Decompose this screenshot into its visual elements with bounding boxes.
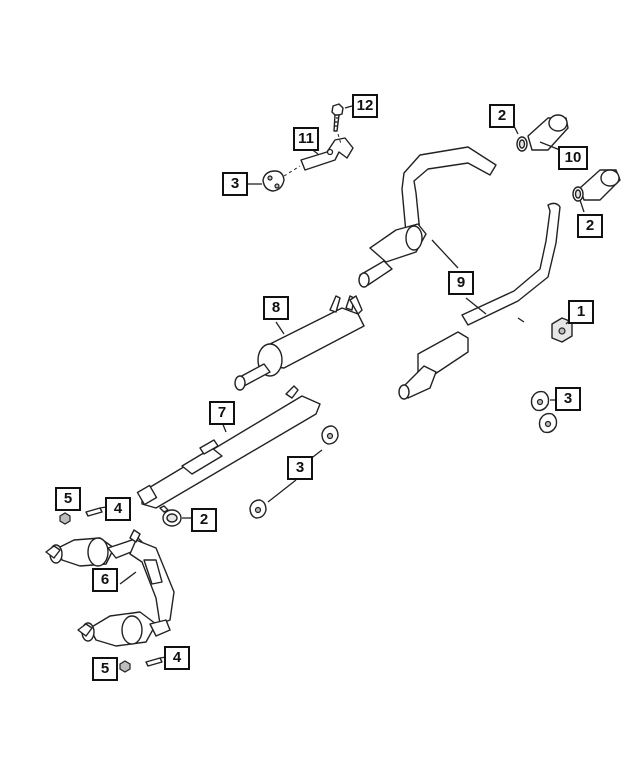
part-7-intermediate-pipe <box>136 385 321 509</box>
part-3-isolators-middle <box>249 425 339 519</box>
part-6-y-pipe-catalytic-converters <box>45 529 175 647</box>
part-8-muffler <box>234 295 365 391</box>
callout-7: 7 <box>209 401 235 425</box>
callout-9: 9 <box>448 271 474 295</box>
part-3-isolators-right <box>530 390 558 434</box>
callout-3-middle: 3 <box>287 456 313 480</box>
callout-3-top: 3 <box>222 172 248 196</box>
callout-1: 1 <box>568 300 594 324</box>
part-11-bracket <box>300 133 354 171</box>
callout-10: 10 <box>558 146 588 170</box>
callout-2-top: 2 <box>489 104 515 128</box>
part-5-nut-upper <box>59 512 71 525</box>
callout-4-lower: 4 <box>164 646 190 670</box>
part-2-clamp-top <box>516 136 528 152</box>
part-9-rear-pipe-assembly <box>358 146 561 400</box>
part-10-exhaust-tip-upper <box>527 114 569 151</box>
callout-11: 11 <box>293 127 319 151</box>
part-2-clamp-lower-left <box>159 505 182 527</box>
callout-2-lower: 2 <box>191 508 217 532</box>
part-10-exhaust-tip-lower <box>579 169 621 201</box>
part-4-stud-upper <box>85 506 107 517</box>
callout-5-upper: 5 <box>55 487 81 511</box>
callout-2-right: 2 <box>577 214 603 238</box>
part-12-bolt <box>331 103 344 132</box>
part-1-isolator <box>551 317 573 343</box>
callout-5-lower: 5 <box>92 657 118 681</box>
part-4-stud-lower <box>145 656 167 667</box>
callout-4-upper: 4 <box>105 497 131 521</box>
callout-8: 8 <box>263 296 289 320</box>
callout-6: 6 <box>92 568 118 592</box>
part-3-isolator-top <box>262 165 301 192</box>
part-5-nut-lower <box>119 660 131 673</box>
part-2-clamp-lower <box>572 186 584 202</box>
callout-3-right: 3 <box>555 387 581 411</box>
callout-12: 12 <box>352 94 378 118</box>
